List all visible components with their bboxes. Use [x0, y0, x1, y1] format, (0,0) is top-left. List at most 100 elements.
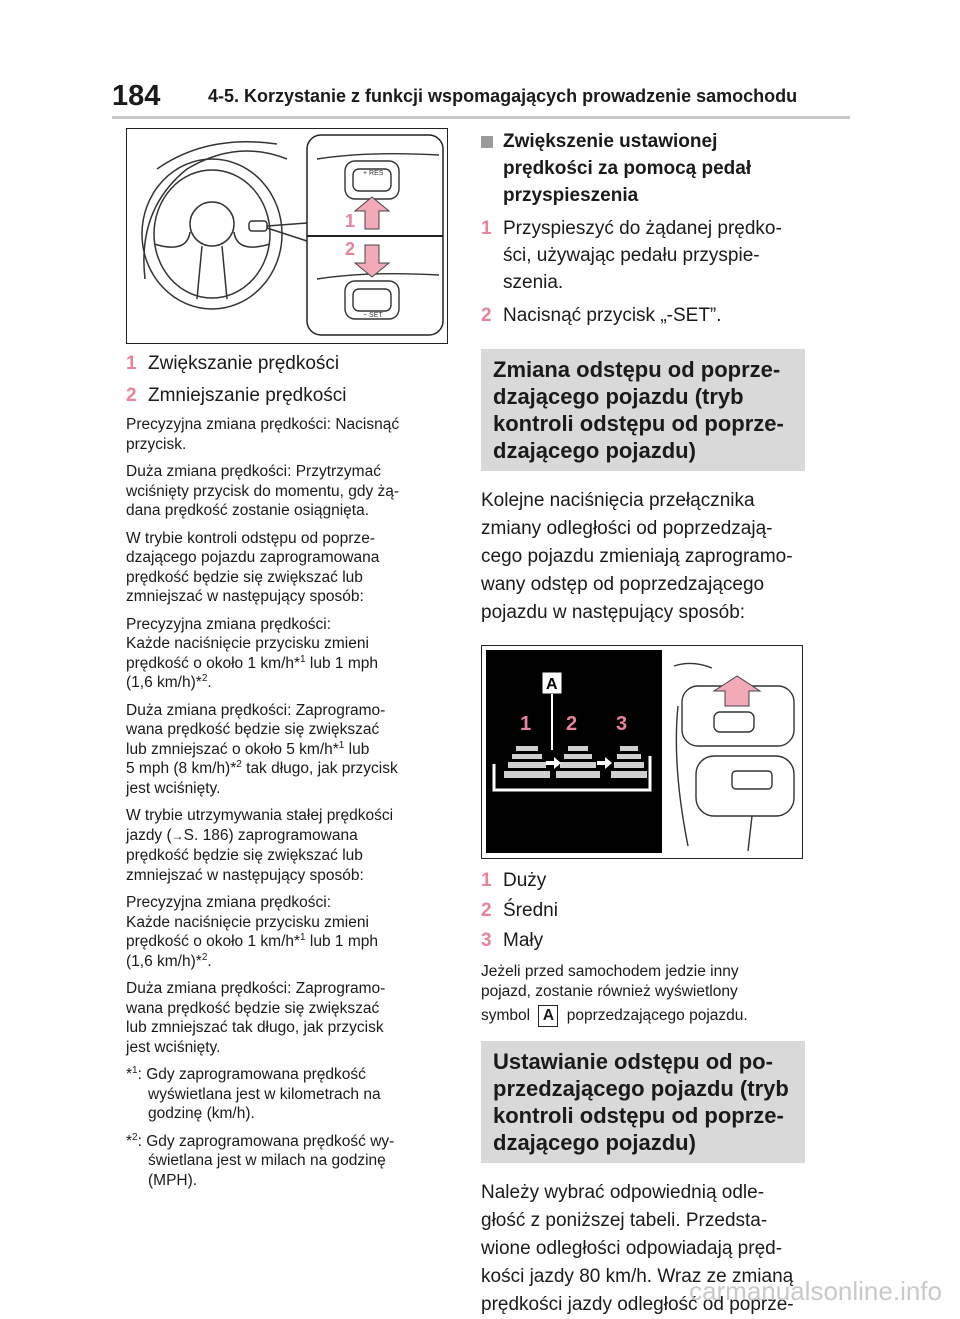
footnote-ref: 2 [201, 672, 208, 684]
page-number: 184 [112, 80, 161, 112]
callout-a: A [546, 676, 558, 693]
text-line: Kolejne naciśnięcia przełącznika [481, 490, 755, 511]
text-span: symbol [481, 1007, 531, 1024]
text-line: Duża zmiana prędkości: Zaprogramo- [126, 701, 386, 719]
text-span: świetlana jest w milach na godzinę [148, 1152, 386, 1169]
page-reference-link[interactable]: S. 186) zaprogramowana [183, 826, 358, 844]
left-body: Precyzyjna zmiana prędkości: Nacisnąć pr… [126, 415, 456, 1190]
figure-callout-2: 2 [345, 239, 355, 259]
subheading: Zwiększenie ustawionej prędkości za pomo… [481, 128, 805, 209]
paragraph: Duża zmiana prędkości: Przytrzymać wciśn… [126, 462, 456, 521]
heading-line: Ustawianie odstępu od po- [493, 1049, 773, 1074]
header-divider [112, 116, 850, 119]
text-span: : Gdy zaprogramowana prędkość [137, 1066, 366, 1083]
footnote-ref: 2 [201, 951, 208, 963]
text-line: (1,6 km/h)*2. [126, 952, 456, 972]
footnote-number: 1 [132, 1064, 138, 1076]
square-bullet-icon [481, 136, 493, 148]
text-line: lub zmniejszać tak długo, jak przycisk [126, 1019, 384, 1036]
subheading-line: prędkości za pomocą pedał [503, 158, 752, 179]
text-span: (1,6 km/h)* [126, 674, 202, 691]
text-span: jazdy ( [126, 826, 172, 844]
footnote-mark: * [126, 1132, 133, 1150]
text-line: dana prędkość zostanie osiągnięta. [126, 502, 369, 519]
legend-number: 2 [481, 900, 492, 921]
text-span: wyświetlana jest w kilometrach na [148, 1085, 381, 1103]
text-line: jest wciśnięty. [126, 779, 221, 797]
paragraph: Precyzyjna zmiana prędkości: Nacisnąć pr… [126, 415, 456, 454]
text-line: pojazdu w następujący sposób: [481, 602, 746, 623]
text-span: prędkość o około 1 km/h* [126, 654, 301, 672]
subheading-line: Zwiększenie ustawionej [503, 131, 718, 152]
text-span: : Gdy zaprogramowana prędkość wy- [137, 1132, 395, 1150]
text-line: jazdy (→S. 186) zaprogramowana [126, 826, 456, 847]
text-span: prędkość o około 1 km/h* [126, 933, 301, 950]
footnote-ref: 2 [236, 758, 242, 770]
text-span: tak długo, jak przycisk [241, 760, 398, 777]
text-line: prędkość o około 1 km/h*1 lub 1 mph [126, 654, 456, 674]
text-line: prędkość będzie się zwiększać lub [126, 568, 363, 586]
callout-2: 2 [566, 713, 577, 735]
section-heading-box: Zmiana odstępu od poprze- dzającego poja… [481, 349, 805, 471]
text-span: lub [344, 740, 370, 758]
text-line: Precyzyjna zmiana prędkości: [126, 894, 332, 911]
legend-number: 3 [481, 930, 492, 951]
step-line: Nacisnąć przycisk „-SET”. [503, 305, 722, 326]
footnote-number: 2 [132, 1131, 138, 1143]
step-line: ści, używając pedału przyspie- [503, 245, 760, 266]
text-line: 5 mph (8 km/h)*2 tak długo, jak przycisk [126, 759, 456, 779]
right-column: Zwiększenie ustawionej prędkości za pomo… [481, 128, 805, 1319]
legend-item: 3 Mały [481, 927, 805, 954]
text-line: Precyzyjna zmiana prędkości: Nacisnąć [126, 416, 400, 433]
text-span: lub 1 mph [305, 654, 378, 672]
paragraph: Duża zmiana prędkości: Zaprogramo- wana … [126, 979, 456, 1057]
legend-number: 1 [126, 353, 137, 374]
paragraph: W trybie kontroli odstępu od poprze- dza… [126, 529, 456, 607]
text-line: dzającego pojazdu zaprogramowana [126, 549, 380, 566]
callout-1: 1 [520, 713, 531, 735]
text-span: lub 1 mph [305, 933, 378, 950]
step: 2 Nacisnąć przycisk „-SET”. [481, 302, 805, 329]
steering-wheel-drawing: + RES − SET 1 2 [141, 134, 444, 336]
paragraph: Należy wybrać odpowiednią odle- głość z … [481, 1179, 805, 1319]
text-line: cego pojazdu zmieniają zaprogramo- [481, 546, 793, 567]
footnote-ref: 1 [300, 653, 306, 665]
text-span: . [207, 674, 212, 691]
text-line: wione odległości odpowiadają pręd- [481, 1238, 783, 1259]
text-span: (MPH). [148, 1171, 198, 1189]
text-line: Jeżeli przed samochodem jedzie inny [481, 963, 739, 980]
note: Jeżeli przed samochodem jedzie inny poja… [481, 962, 805, 1027]
text-line: zmniejszać w następujący sposób: [126, 588, 364, 605]
subheading-line: przyspieszenia [503, 185, 639, 206]
text-span: 5 mph (8 km/h)* [126, 760, 237, 777]
step-line: Przyspieszyć do żądanej prędko- [503, 218, 782, 239]
distance-display-drawing: A 1 2 3 [486, 650, 795, 853]
legend-text: Zmniejszanie prędkości [148, 385, 347, 406]
legend-text: Średni [503, 900, 558, 921]
set-label: − SET [363, 312, 383, 319]
text-line: zmniejszać w następujący sposób: [126, 866, 364, 884]
text-line: W trybie utrzymywania stałej prędkości [126, 807, 394, 824]
text-line: głość z poniższej tabeli. Przedsta- [481, 1210, 768, 1231]
paragraph: Precyzyjna zmiana prędkości: Każde naciś… [126, 893, 456, 971]
text-line: wana prędkość będzie się zwiększać [126, 721, 380, 738]
text-span: (1,6 km/h)* [126, 952, 202, 970]
legend-text: Duży [503, 870, 547, 891]
legend-text: Mały [503, 930, 544, 951]
text-line: prędkości jazdy odległość od poprze- [481, 1294, 794, 1315]
distance-display-illustration: A 1 2 3 [481, 645, 803, 859]
text-line: wana prędkość będzie się zwiększać [126, 999, 380, 1017]
text-line: symbol A poprzedzającego pojazdu. [481, 1005, 805, 1027]
text-line: lub zmniejszać o około 5 km/h*1 lub [126, 740, 456, 760]
paragraph: Kolejne naciśnięcia przełącznika zmiany … [481, 487, 805, 627]
paragraph: W trybie utrzymywania stałej prędkości j… [126, 806, 456, 885]
vehicle-ahead-symbol-icon: A [538, 1005, 559, 1027]
text-line: prędkość będzie się zwiększać lub [126, 847, 363, 864]
text-line: Duża zmiana prędkości: Zaprogramo- [126, 980, 386, 997]
